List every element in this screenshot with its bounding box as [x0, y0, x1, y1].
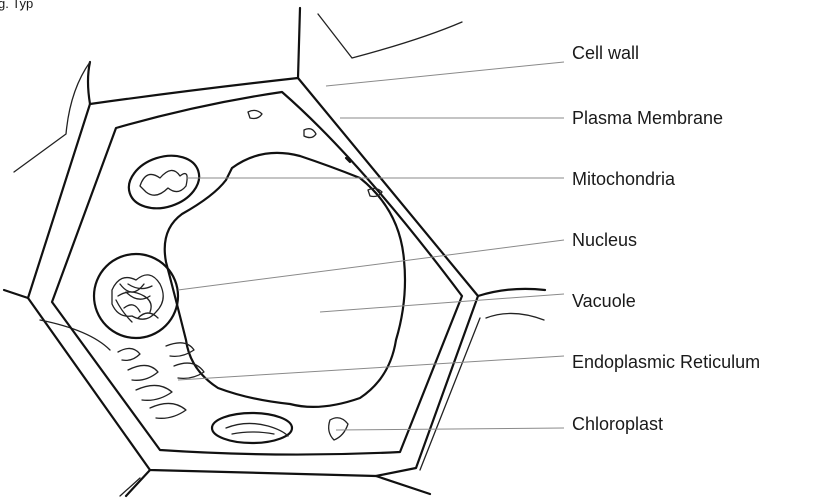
- label-chloroplast: Chloroplast: [572, 414, 663, 434]
- label-endoplasmic-reticulum: Endoplasmic Reticulum: [572, 352, 760, 372]
- neighbor-wall-top: [298, 8, 300, 78]
- upper-left-wall-lines: [14, 62, 90, 172]
- neighbor-wall-left: [4, 290, 28, 298]
- leader-chloroplast: [336, 428, 564, 430]
- lower-right-wall-lines: [420, 313, 544, 470]
- nucleus: [94, 254, 178, 338]
- label-cell-wall: Cell wall: [572, 43, 639, 63]
- label-nucleus: Nucleus: [572, 230, 637, 250]
- neighbor-wall-topleft: [88, 62, 90, 104]
- lower-left-wall-lines: [40, 320, 140, 496]
- caption-fragment: g. Typ: [0, 0, 33, 11]
- small-organelle-2: [304, 129, 316, 138]
- label-vacuole: Vacuole: [572, 291, 636, 311]
- neighbor-wall-bottomleft: [126, 470, 150, 496]
- leader-endoplasmic-reticulum: [178, 356, 564, 380]
- leader-cell-wall: [326, 62, 564, 86]
- label-mitochondria: Mitochondria: [572, 169, 676, 189]
- neighbor-wall-right: [478, 289, 545, 296]
- leader-vacuole: [320, 294, 564, 312]
- endoplasmic-reticulum: [118, 343, 204, 419]
- leader-nucleus: [178, 240, 564, 290]
- cell-wall-outline: [28, 78, 478, 476]
- chloroplast: [212, 413, 348, 443]
- upper-right-wall-lines: [318, 14, 462, 58]
- label-plasma-membrane: Plasma Membrane: [572, 108, 723, 128]
- small-organelle-1: [248, 110, 262, 118]
- neighbor-wall-bottomright: [376, 476, 430, 494]
